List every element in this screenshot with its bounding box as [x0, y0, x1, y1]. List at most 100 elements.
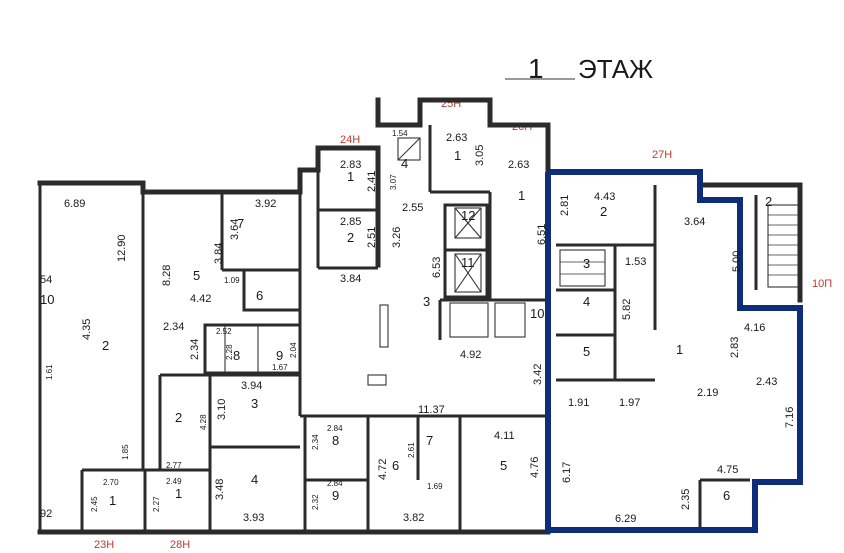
room-number[interactable]: 9: [332, 488, 339, 503]
dimension-label: 3.26: [391, 227, 403, 248]
dimension-label: 4.35: [81, 319, 93, 340]
dimension-label: 2.27: [152, 496, 161, 512]
dimension-label: 2.83: [340, 159, 361, 171]
entrance-27h[interactable]: 27Н: [652, 149, 672, 161]
room-number[interactable]: 6: [723, 488, 730, 503]
dimension-label: 8.28: [161, 265, 173, 286]
dimension-label: 3.93: [243, 512, 264, 524]
floor-number: 1: [528, 53, 544, 84]
room-number[interactable]: 2: [102, 338, 109, 353]
dimension-label: 1.91: [568, 397, 589, 409]
room-number[interactable]: 3: [251, 396, 258, 411]
dimension-label: 2.51: [366, 227, 378, 248]
dimension-label: 4.11: [494, 430, 515, 442]
room-number[interactable]: 2: [765, 194, 772, 209]
dimension-label: 3.84: [340, 273, 361, 285]
dimension-label: 6.29: [615, 513, 636, 525]
room-number[interactable]: 1: [454, 148, 461, 163]
room-number[interactable]: 8: [332, 433, 339, 448]
dimension-label: 2.83: [729, 337, 741, 358]
dimension-label: 2.35: [680, 489, 692, 510]
room-number[interactable]: 5: [583, 344, 590, 359]
dimension-label: 2.49: [166, 477, 182, 486]
room-number[interactable]: 7: [426, 433, 433, 448]
room-number[interactable]: 12: [461, 208, 475, 223]
room-number[interactable]: 11: [461, 255, 475, 270]
room-number[interactable]: 4: [251, 472, 258, 487]
dimension-label: 2.34: [189, 339, 201, 360]
entrance-23h[interactable]: 23Н: [94, 539, 114, 551]
dimension-label: 2.32: [311, 494, 320, 510]
room-number[interactable]: 5: [193, 268, 200, 283]
dimension-label: 2.77: [166, 461, 182, 470]
room-number[interactable]: 2: [600, 204, 607, 219]
dimension-label: 3.07: [389, 174, 398, 190]
dimension-label: 2.04: [289, 342, 298, 358]
dimension-label: 2.84: [327, 479, 343, 488]
dimension-label: 2.61: [407, 442, 416, 458]
room-number[interactable]: 1: [347, 169, 354, 184]
dimension-label: 2.84: [327, 424, 343, 433]
dimension-label: 4.28: [199, 414, 208, 430]
dimension-label: 3.10: [216, 399, 228, 420]
highlighted-premises-outline[interactable]: [545, 169, 803, 533]
dimension-label: 3.64: [229, 219, 241, 240]
dimension-label: 3.48: [214, 479, 226, 500]
room-number[interactable]: 7: [237, 216, 244, 231]
dimension-label: 2.41: [366, 171, 378, 192]
room-number[interactable]: 5: [500, 458, 507, 473]
dimension-label: 54: [40, 274, 52, 286]
dimension-label: 6.17: [561, 462, 573, 483]
dimension-label: 2.34: [163, 321, 184, 333]
dimension-label: 2.63: [508, 159, 529, 171]
dimension-label: 2.28: [225, 344, 234, 360]
room-number[interactable]: 10: [530, 306, 544, 321]
dimension-label: 2.85: [340, 216, 361, 228]
room-number[interactable]: 1: [518, 188, 525, 203]
dimension-label: 1.61: [45, 364, 54, 380]
walls: [37, 97, 803, 535]
dimension-label: 2.34: [311, 434, 320, 450]
room-number[interactable]: 3: [423, 294, 430, 309]
dimension-label: 3.84: [213, 243, 225, 264]
room-number[interactable]: 1: [109, 493, 116, 508]
room-number[interactable]: 9: [276, 348, 283, 363]
dimension-label: 4.92: [460, 349, 481, 361]
room-number[interactable]: 8: [233, 348, 240, 363]
dimension-label: 3.05: [474, 145, 486, 166]
room-number[interactable]: 3: [583, 256, 590, 271]
dimension-label: 3.64: [684, 216, 705, 228]
dimension-label: 4.75: [717, 464, 738, 476]
room-number[interactable]: 4: [583, 294, 590, 309]
dimension-label: 2.19: [697, 387, 718, 399]
room-number[interactable]: 1: [175, 486, 182, 501]
dimension-label: 1.53: [625, 256, 646, 268]
dimension-label: 4.43: [594, 191, 615, 203]
dimension-label: 92: [40, 508, 52, 520]
dimension-label: 1.09: [224, 276, 240, 285]
room-number[interactable]: 4: [401, 156, 408, 171]
dimension-label: 1.54: [392, 129, 408, 138]
dimension-label: 7.16: [784, 407, 796, 428]
dimension-label: 1.85: [121, 444, 130, 460]
room-number[interactable]: 6: [256, 288, 263, 303]
room-number[interactable]: 1: [676, 342, 683, 357]
room-number[interactable]: 2: [175, 410, 182, 425]
floor-title: ЭТАЖ: [578, 54, 653, 84]
entrance-28h[interactable]: 28Н: [170, 539, 190, 551]
dimension-label: 4.16: [744, 322, 765, 334]
dimension-label: 2.81: [559, 195, 571, 216]
dimension-label: 2.45: [90, 496, 99, 512]
room-number[interactable]: 2: [347, 230, 354, 245]
dimension-label: 3.82: [403, 512, 424, 524]
entrance-24h[interactable]: 24Н: [340, 134, 360, 146]
entrance-10p[interactable]: 10П: [812, 278, 832, 290]
dimension-label: 5.82: [621, 299, 633, 320]
dimension-label: 2.55: [402, 202, 423, 214]
dimension-label: 3.42: [532, 364, 544, 385]
room-number[interactable]: 6: [392, 458, 399, 473]
room-number[interactable]: 10: [40, 292, 54, 307]
dimension-label: 3.94: [241, 380, 262, 392]
dimension-label: 4.76: [529, 457, 541, 478]
